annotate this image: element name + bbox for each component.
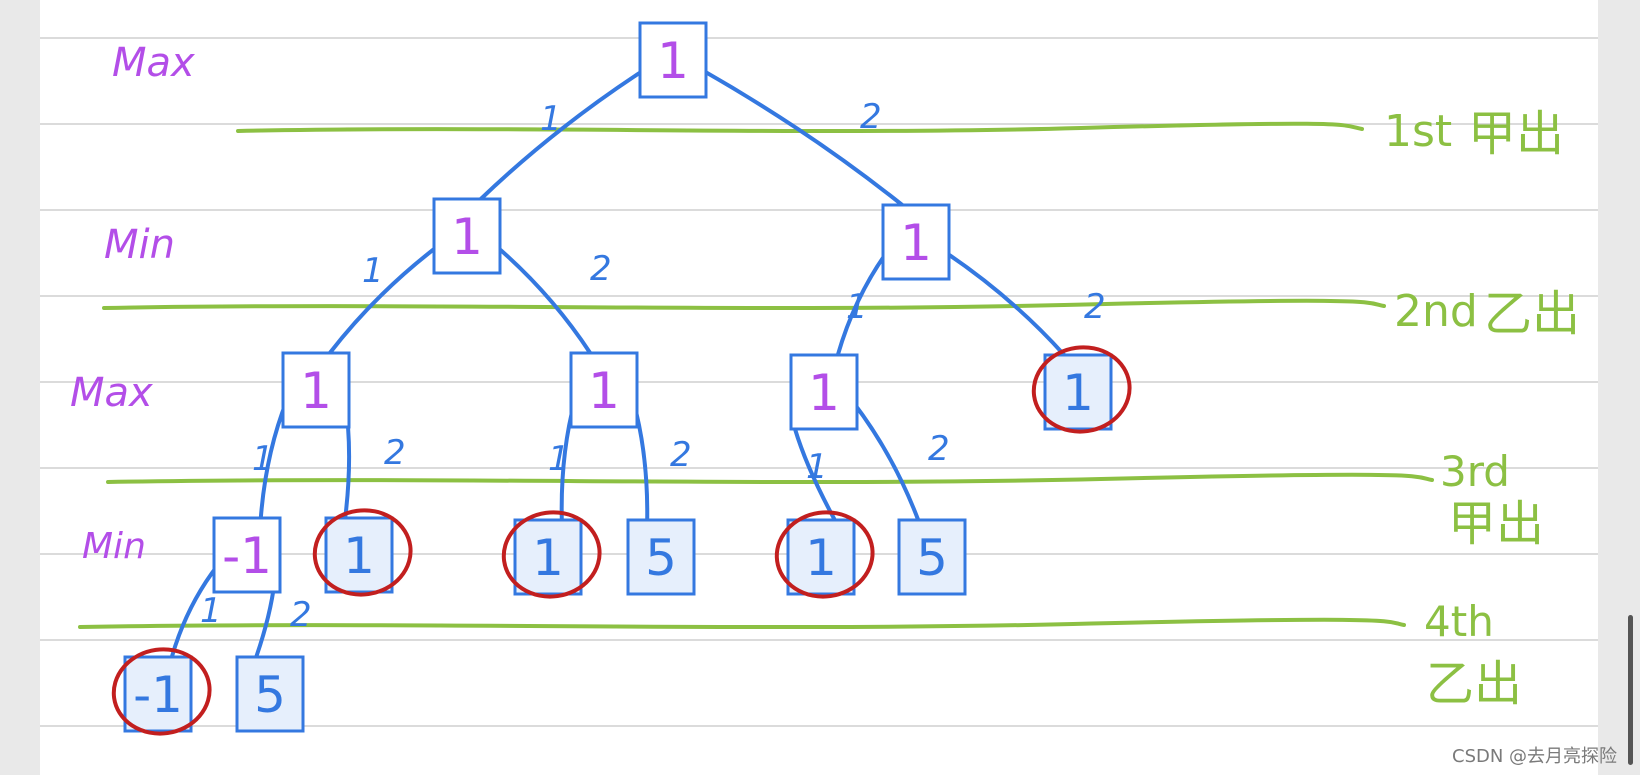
turn-label-4-player: 乙出: [1426, 656, 1522, 712]
edge-label-R-RR: 2: [1084, 287, 1106, 327]
highlight-circle: [774, 510, 875, 599]
node-L: 1: [432, 197, 502, 275]
node-RLR: 5: [897, 518, 967, 596]
edge-R-RR: [943, 250, 1067, 357]
node-value: 1: [805, 529, 837, 587]
edge-L-LL: [327, 244, 440, 355]
node-box: [123, 655, 193, 733]
edge-label-LL-LLL: 1: [252, 439, 274, 479]
node-box: [235, 655, 305, 733]
turn-label-4-ordinal: 4th: [1424, 597, 1494, 646]
node-value: 1: [808, 364, 840, 422]
level-label-min-1: Min: [104, 222, 175, 268]
node-box: [281, 351, 351, 429]
node-box: [786, 518, 856, 596]
node-value: -1: [133, 666, 183, 724]
turn-dividers: [78, 121, 1434, 630]
node-value: 5: [645, 529, 677, 587]
watermark-text: CSDN @去月亮探险: [1452, 746, 1617, 767]
tree-edges: [169, 68, 1067, 659]
edge-label-root-R: 2: [860, 97, 882, 137]
highlight-circle: [501, 510, 602, 599]
node-box: [569, 351, 639, 429]
edge-RL-RLR: [851, 400, 921, 522]
node-box: [789, 353, 859, 431]
highlight-circle: [111, 647, 212, 736]
edge-R-RL: [835, 250, 889, 357]
node-box: [212, 516, 282, 594]
edge-label-RL-RLR: 2: [928, 429, 950, 469]
edge-label-root-L: 1: [540, 99, 562, 139]
turn-divider-line: [78, 617, 1406, 630]
highlight-circle: [312, 508, 413, 597]
node-value: 1: [657, 32, 689, 90]
turn-label-3-ordinal: 3rd: [1440, 447, 1510, 496]
node-box: [1043, 353, 1113, 431]
turn-divider-line: [102, 298, 1386, 311]
scrollbar-thumb[interactable]: [1628, 615, 1633, 765]
turn-label-2-ordinal: 2nd: [1394, 286, 1478, 337]
level-label-max-1: Max: [112, 40, 195, 86]
node-value: 5: [254, 666, 286, 724]
highlight-circles: [111, 345, 1132, 736]
level-label-max-2: Max: [70, 370, 153, 416]
edge-label-RL-RLL: 1: [806, 447, 828, 487]
node-box: [513, 518, 583, 596]
turn-label-2-player: 乙出: [1484, 286, 1580, 342]
node-box: [638, 21, 708, 99]
node-box: [324, 516, 394, 594]
edge-L-LR: [494, 244, 593, 355]
node-RLL: 1: [786, 518, 856, 596]
node-LRR: 5: [626, 518, 696, 596]
edge-LLL-LLLL: [169, 563, 220, 659]
edge-label-LR-LRR: 2: [670, 435, 692, 475]
node-box: [626, 518, 696, 596]
edge-label-LL-LLR: 2: [384, 433, 406, 473]
node-LR: 1: [569, 351, 639, 429]
node-LLL: -1: [212, 516, 282, 594]
node-LRL: 1: [513, 518, 583, 596]
node-value: 1: [588, 362, 620, 420]
node-RR: 1: [1043, 353, 1113, 431]
node-value: 1: [451, 208, 483, 266]
node-value: 1: [900, 214, 932, 272]
edge-label-LLL-LLLR: 2: [290, 595, 312, 635]
turn-label-1-ordinal: 1st: [1384, 106, 1452, 157]
edge-label-LR-LRL: 1: [548, 439, 570, 479]
node-R: 1: [881, 203, 951, 281]
turn-divider-line: [106, 472, 1434, 485]
highlight-circle: [1031, 345, 1132, 434]
node-box: [881, 203, 951, 281]
edge-root-R: [700, 68, 905, 207]
edge-label-L-LR: 2: [590, 249, 612, 289]
turn-label-1-player: 甲出: [1468, 106, 1564, 162]
node-LLR: 1: [324, 516, 394, 594]
node-LLLR: 5: [235, 655, 305, 733]
edge-root-L: [478, 68, 646, 201]
node-value: 1: [343, 527, 375, 585]
edge-label-R-RL: 1: [846, 287, 868, 327]
node-LLLL: -1: [123, 655, 193, 733]
edge-label-L-LL: 1: [362, 251, 384, 291]
turn-divider-line: [236, 121, 1364, 134]
node-value: 5: [916, 529, 948, 587]
edge-label-LLL-LLLL: 1: [200, 591, 222, 631]
node-box: [897, 518, 967, 596]
node-LL: 1: [281, 351, 351, 429]
edge-RL-RLL: [793, 427, 837, 522]
level-label-min-2: Min: [82, 526, 146, 567]
node-value: -1: [222, 527, 272, 585]
node-value: 1: [300, 362, 332, 420]
turn-label-3-player: 甲出: [1448, 496, 1544, 552]
node-value: 1: [532, 529, 564, 587]
node-root: 1: [638, 21, 708, 99]
node-value: 1: [1062, 364, 1094, 422]
node-RL: 1: [789, 353, 859, 431]
node-box: [432, 197, 502, 275]
